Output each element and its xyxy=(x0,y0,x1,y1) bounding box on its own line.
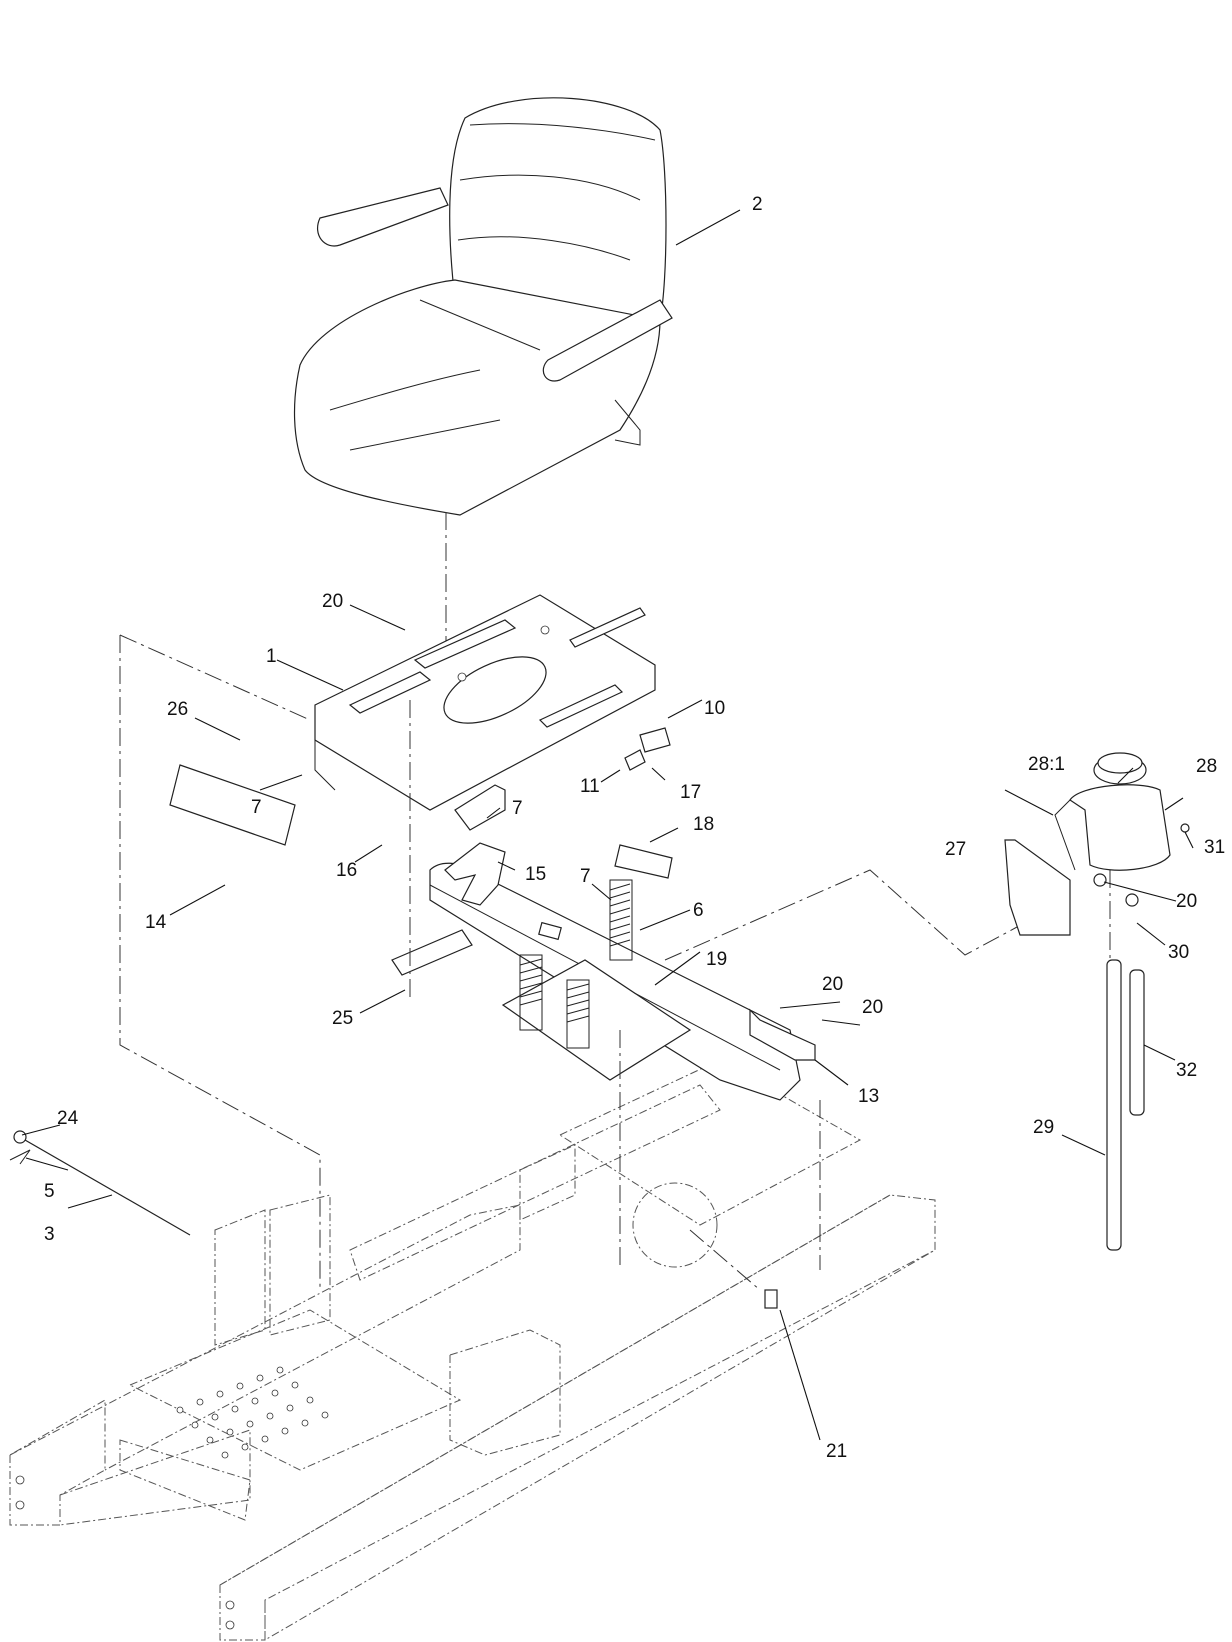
callout-29: 29 xyxy=(1033,1117,1054,1138)
frame-holes xyxy=(15,1366,329,1630)
callout-7-mid: 7 xyxy=(512,798,523,819)
callout-7-right: 7 xyxy=(580,866,591,887)
callout-30: 30 xyxy=(1168,942,1189,963)
leader-lines xyxy=(21,209,1194,1441)
alignment-lines xyxy=(119,634,1111,1291)
rod-assembly xyxy=(9,1130,191,1236)
callout-6: 6 xyxy=(693,900,704,921)
callout-2: 2 xyxy=(752,194,763,215)
seat-suspension xyxy=(169,727,816,1101)
callout-20-right: 20 xyxy=(862,997,883,1018)
callout-32: 32 xyxy=(1176,1060,1197,1081)
callout-15: 15 xyxy=(525,864,546,885)
callout-20-reservoir: 20 xyxy=(1176,891,1197,912)
callout-26: 26 xyxy=(167,699,188,720)
bolt-21 xyxy=(764,1289,778,1309)
callout-16: 16 xyxy=(336,860,357,881)
seat-plate xyxy=(314,594,656,831)
seat-assembly xyxy=(293,97,673,516)
callout-27: 27 xyxy=(945,839,966,860)
callout-25: 25 xyxy=(332,1008,353,1029)
callout-28: 28 xyxy=(1196,756,1217,777)
callout-5: 5 xyxy=(44,1181,55,1202)
callout-1: 1 xyxy=(266,646,277,667)
callout-19: 19 xyxy=(706,949,727,970)
callout-11: 11 xyxy=(580,776,600,797)
reservoir-assembly xyxy=(1004,752,1190,1251)
callout-24: 24 xyxy=(57,1108,79,1129)
callout-13: 13 xyxy=(858,1086,879,1107)
callouts: 2 20 1 26 7 10 11 17 7 16 15 14 7 18 6 1… xyxy=(44,194,1225,1462)
callout-31: 31 xyxy=(1204,837,1225,858)
springs xyxy=(519,879,633,1049)
mower-frame xyxy=(9,1059,936,1641)
callout-17: 17 xyxy=(680,782,701,803)
callout-21: 21 xyxy=(826,1441,847,1462)
callout-10: 10 xyxy=(704,698,725,719)
callout-7-left: 7 xyxy=(251,797,262,818)
callout-28-1: 28:1 xyxy=(1028,754,1065,775)
callout-3: 3 xyxy=(44,1224,55,1245)
callout-20-mid: 20 xyxy=(822,974,843,995)
callout-14: 14 xyxy=(145,912,167,933)
callout-20-top: 20 xyxy=(322,591,343,612)
callout-18: 18 xyxy=(693,814,714,835)
